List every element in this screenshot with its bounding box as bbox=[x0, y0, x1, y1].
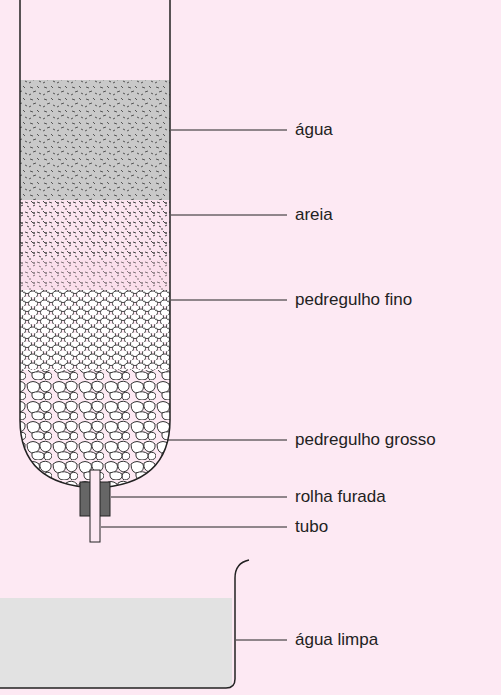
layer-label: água bbox=[293, 120, 335, 140]
part-label: água limpa bbox=[293, 630, 380, 650]
layer-label: pedregulho fino bbox=[293, 290, 414, 310]
layer-label: pedregulho grosso bbox=[293, 430, 438, 450]
layer-label: areia bbox=[293, 205, 335, 225]
part-label: tubo bbox=[293, 517, 330, 537]
part-label: rolha furada bbox=[293, 487, 388, 507]
